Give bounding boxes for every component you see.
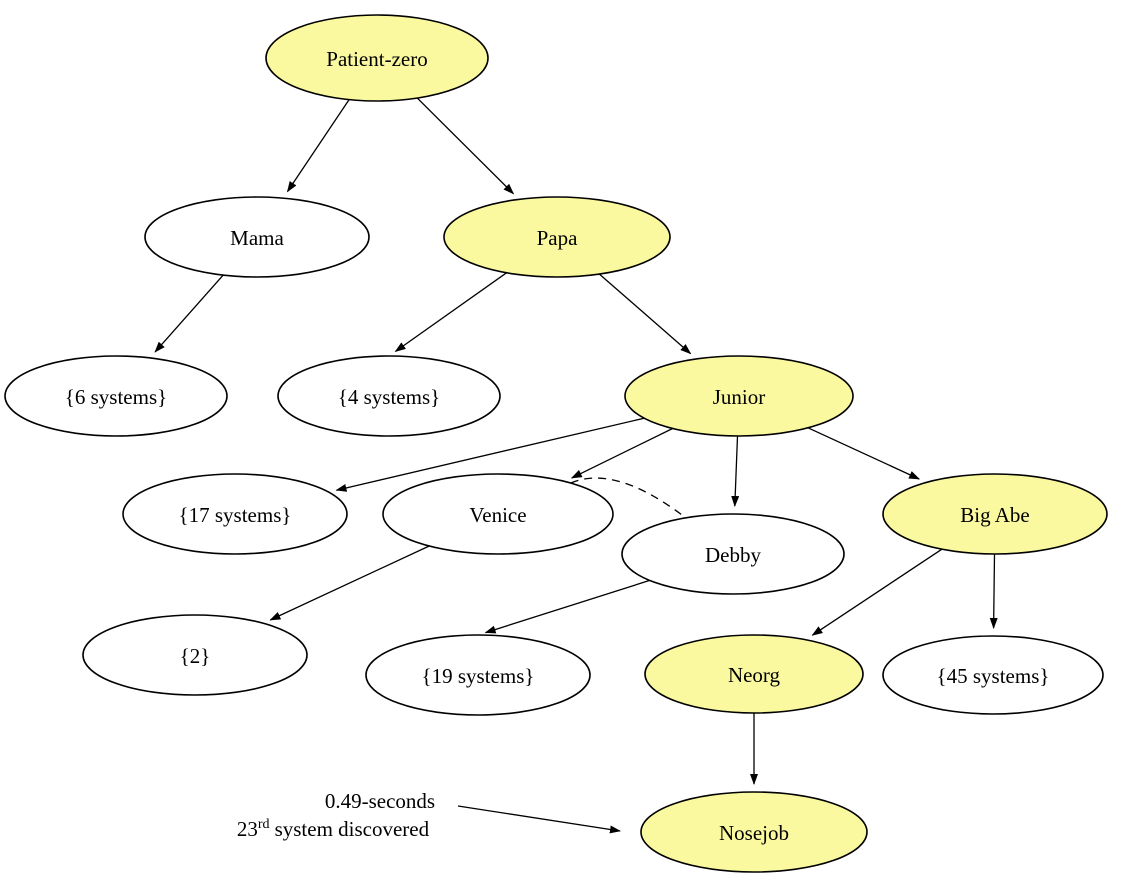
node-label: Debby — [705, 543, 761, 567]
node-ellipse — [624, 355, 854, 437]
node-label: {45 systems} — [937, 664, 1050, 688]
node-label: Patient-zero — [326, 47, 427, 71]
node-label: {4 systems} — [338, 385, 440, 409]
node-ellipse — [277, 355, 501, 437]
node-sys45: {45 systems} — [882, 635, 1104, 715]
annotation-line2: 23rd system discovered — [237, 817, 430, 841]
annotation-line1: 0.49-seconds — [325, 789, 435, 813]
node-ellipse — [882, 635, 1104, 715]
annotation-line2-rest: system discovered — [275, 817, 430, 841]
node-ellipse — [640, 791, 868, 873]
node-patient-zero: Patient-zero — [265, 14, 489, 102]
node-ellipse — [443, 196, 671, 278]
node-sys6: {6 systems} — [4, 355, 228, 437]
node-sys19: {19 systems} — [365, 634, 591, 716]
node-label: Junior — [713, 385, 766, 409]
edge-patient-zero-papa — [416, 97, 515, 195]
edge-big-abe-neorg — [811, 548, 943, 636]
node-label: Neorg — [728, 663, 781, 687]
node-label: {2} — [180, 644, 211, 668]
node-ellipse — [365, 634, 591, 716]
annotation-line2-superscript: rd — [258, 817, 270, 832]
edge-big-abe-sys45 — [989, 553, 998, 629]
node-label: Papa — [537, 226, 579, 250]
node-sys2: {2} — [82, 614, 308, 696]
nodes-layer: Patient-zero Mama Papa {6 systems} {4 sy… — [4, 14, 1108, 873]
node-nosejob: Nosejob — [640, 791, 868, 873]
edge-papa-junior — [598, 273, 692, 355]
edge-venice-sys2 — [269, 545, 430, 621]
node-mama: Mama — [144, 196, 370, 278]
node-big-abe: Big Abe — [882, 473, 1108, 555]
node-neorg: Neorg — [644, 634, 864, 714]
edges-layer — [154, 97, 998, 785]
annotation-arrow — [457, 805, 621, 834]
node-label: Mama — [230, 226, 284, 250]
node-ellipse — [265, 14, 489, 102]
edge-papa-sys4 — [394, 272, 507, 352]
node-label: {6 systems} — [65, 385, 167, 409]
node-ellipse — [644, 634, 864, 714]
node-label: {17 systems} — [179, 503, 292, 527]
node-junior: Junior — [624, 355, 854, 437]
node-label: {19 systems} — [422, 664, 535, 688]
node-ellipse — [144, 196, 370, 278]
node-label: Big Abe — [960, 503, 1029, 527]
node-ellipse — [4, 355, 228, 437]
node-sys17: {17 systems} — [122, 473, 348, 555]
node-papa: Papa — [443, 196, 671, 278]
edge-mama-sys6 — [154, 274, 224, 353]
edge-junior-debby — [731, 435, 740, 507]
node-ellipse — [82, 614, 308, 696]
edge-junior-sys17 — [335, 417, 645, 492]
node-venice: Venice — [382, 473, 614, 555]
node-sys4: {4 systems} — [277, 355, 501, 437]
node-ellipse — [122, 473, 348, 555]
edge-patient-zero-mama — [286, 99, 350, 193]
annotation-line2-base: 23 — [237, 817, 258, 841]
node-ellipse — [621, 513, 845, 595]
node-debby: Debby — [621, 513, 845, 595]
edge-debby-sys19 — [484, 579, 650, 634]
edge-junior-big-abe — [807, 427, 921, 480]
edge-junior-venice — [570, 427, 673, 479]
node-label: Venice — [469, 503, 526, 527]
node-ellipse — [882, 473, 1108, 555]
node-ellipse — [382, 473, 614, 555]
node-label: Nosejob — [719, 821, 789, 845]
